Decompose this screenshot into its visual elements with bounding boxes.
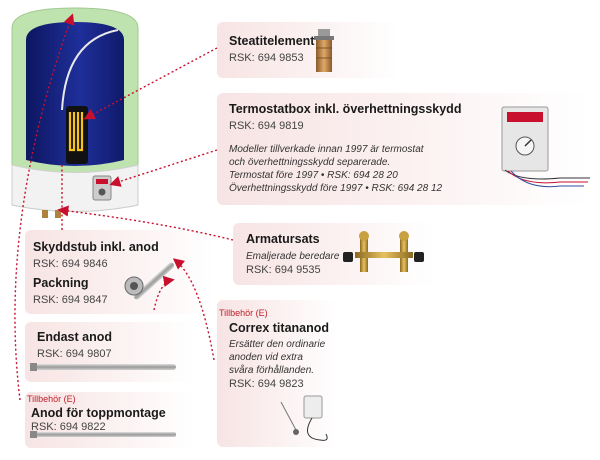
skydd-title: Skyddstub inkl. anod [33, 240, 159, 254]
endast-box [25, 322, 193, 382]
fitting-set-image [343, 231, 424, 272]
thermostat-rsk: RSK: 694 9819 [229, 120, 304, 132]
anode-rod-image [36, 364, 176, 370]
topp-tag: Tillbehör (E) [27, 394, 76, 404]
thermostat-notes: Modeller tillverkade innan 1997 är termo… [229, 143, 491, 195]
thermostat-note-line: Termostat före 1997 • RSK: 694 28 20 [229, 170, 398, 181]
correx-tag: Tillbehör (E) [219, 308, 268, 318]
packning-rsk: RSK: 694 9847 [33, 294, 108, 306]
steatite-title: Steatitelement [229, 34, 315, 48]
correx-note-line: svåra förhållanden. [229, 365, 315, 376]
topp-rsk: RSK: 694 9822 [31, 421, 106, 433]
correx-note-line: anoden vid extra [229, 352, 303, 363]
thermostat-note-line: Överhettningsskydd före 1997 • RSK: 694 … [229, 183, 443, 194]
thermostat-note-line: Modeller tillverkade innan 1997 är termo… [229, 144, 424, 155]
steatite-element-image [314, 29, 334, 72]
correx-note-line: Ersätter den ordinarie [229, 339, 326, 350]
correx-rsk: RSK: 694 9823 [229, 378, 304, 390]
correx-box [217, 300, 337, 447]
correx-notes: Ersätter den ordinarie anoden vid extra … [229, 338, 335, 377]
water-heater-illustration [11, 7, 139, 218]
steatite-rsk: RSK: 694 9853 [229, 52, 304, 64]
endast-rsk: RSK: 694 9807 [37, 348, 112, 360]
skydd-rsk: RSK: 694 9846 [33, 258, 108, 270]
thermostat-box-image [501, 106, 590, 188]
steatite-box [217, 22, 399, 78]
armatur-subtitle: Emaljerade beredare [246, 251, 340, 262]
thermostat-note-line: och överhettningsskydd separerade. [229, 157, 391, 168]
callout-arrows [14, 13, 234, 401]
topp-box [25, 392, 193, 448]
topp-title: Anod för toppmontage [31, 406, 166, 420]
correx-title: Correx titananod [229, 321, 330, 335]
skydd-box [25, 230, 213, 314]
armatur-rsk: RSK: 694 9535 [246, 264, 321, 276]
thermostat-title: Termostatbox inkl. överhettningsskydd [229, 102, 462, 116]
correx-anode-image [280, 395, 328, 441]
endast-title: Endast anod [37, 330, 113, 344]
packning-title: Packning [33, 276, 89, 290]
top-anode-rod-image [36, 432, 176, 437]
armatur-title: Armatursats [246, 232, 320, 246]
protective-tube-image [124, 262, 175, 300]
